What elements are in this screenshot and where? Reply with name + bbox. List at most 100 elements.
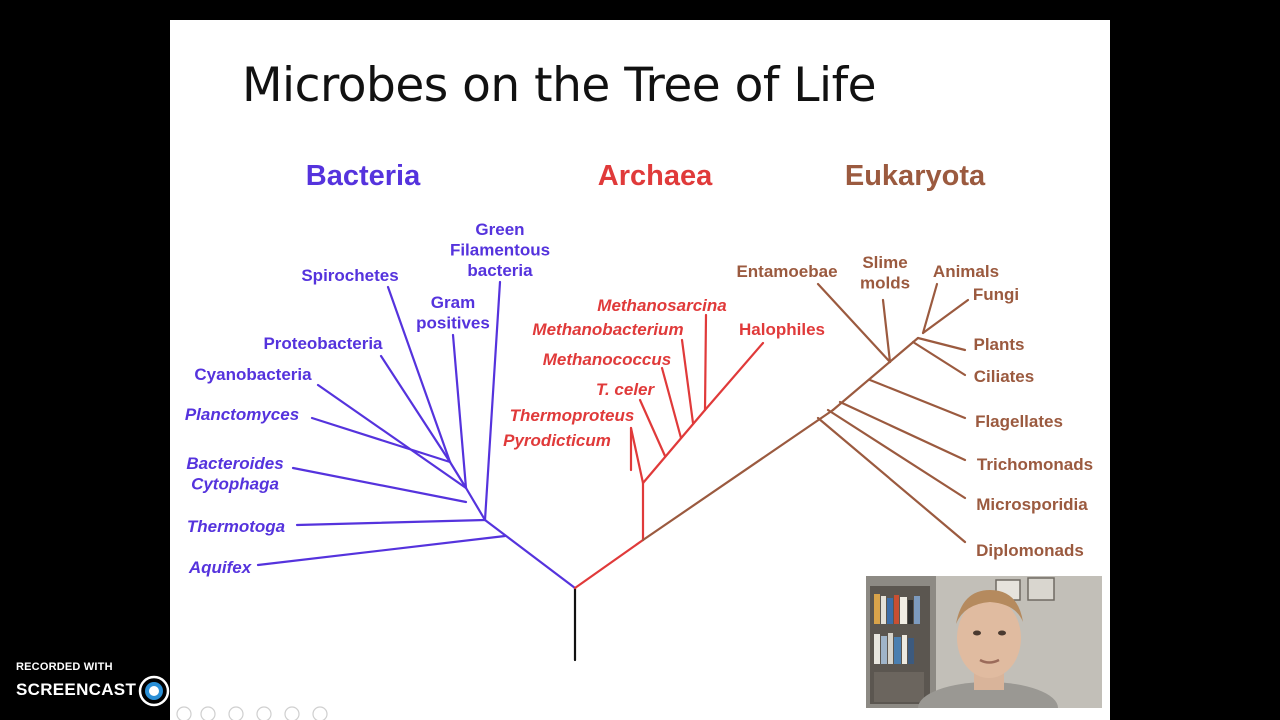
archaea-leaf-label: Halophiles xyxy=(739,320,825,339)
bacteria-branch xyxy=(316,383,468,490)
slide-title: Microbes on the Tree of Life xyxy=(242,58,877,113)
eukaryota-leaf-label: Animals xyxy=(933,262,999,281)
toolbar-more-icon xyxy=(312,706,328,720)
screencast-watermark: RECORDED WITH SCREENCAST MATIC xyxy=(16,660,246,710)
bacteria-branch xyxy=(386,285,452,464)
bacteria-leaf-label-line: Cyanobacteria xyxy=(194,365,312,384)
bacteria-leaf-label-line: Green xyxy=(475,220,524,239)
bacteria-leaf-label: Gram positives xyxy=(416,293,490,333)
archaea-stem-3 xyxy=(641,408,707,485)
bacteria-stem-3 xyxy=(448,460,468,490)
eukaryota-leaf-label: Plants xyxy=(973,335,1024,354)
eukaryota-leaf-label: Ciliates xyxy=(974,367,1034,386)
archaea-branch xyxy=(703,341,765,412)
webcam-image xyxy=(866,576,1102,708)
toolbar-slides-icon xyxy=(256,706,272,720)
eukaryota-stem xyxy=(641,408,835,542)
archaea-leaf-label-line: Methanosarcina xyxy=(597,296,726,315)
archaea-leaf-label-line: Methanobacterium xyxy=(532,320,683,339)
watermark-matic: MATIC xyxy=(174,680,229,699)
slide-toolbar xyxy=(176,706,328,720)
bacteria-leaf-label-line: Aquifex xyxy=(188,558,253,577)
archaea-leaf-label: Methanobacterium xyxy=(532,320,683,339)
bacteria-stem xyxy=(483,518,577,590)
bacteria-branch xyxy=(295,518,487,527)
eukaryota-leaf-label-line: molds xyxy=(860,274,910,293)
bacteria-leaf-label-line: bacteria xyxy=(467,261,533,280)
domain-label-archaea: Archaea xyxy=(598,160,713,192)
domain-label-eukaryota: Eukaryota xyxy=(845,160,986,192)
eukaryota-leaf-label-line: Microsporidia xyxy=(976,495,1088,514)
bacteria-leaf-label-line: Planctomyces xyxy=(185,405,299,424)
eukaryota-leaf-label-line: Trichomonads xyxy=(977,455,1093,474)
webcam-overlay xyxy=(866,576,1102,708)
bacteria-branch xyxy=(291,466,468,504)
archaea-leaf-label-line: Methanococcus xyxy=(543,350,671,369)
archaea-branch xyxy=(660,366,683,440)
bacteria-leaf-label-line: Spirochetes xyxy=(301,266,398,285)
eukaryota-leaf-label-line: Diplomonads xyxy=(976,541,1084,560)
archaea-leaf-label-line: T. celer xyxy=(596,380,656,399)
archaea-leaf-label: Methanococcus xyxy=(543,350,671,369)
archaea-branch xyxy=(703,313,708,412)
eukaryota-leaf-label-line: Entamoebae xyxy=(736,262,837,281)
eukaryota-leaf-label: Flagellates xyxy=(975,412,1063,431)
watermark-recorded-with: RECORDED WITH xyxy=(16,661,113,673)
eukaryota-leaf-label: Trichomonads xyxy=(977,455,1093,474)
bacteria-leaf-label: Cyanobacteria xyxy=(194,365,312,384)
eukaryota-stem-2 xyxy=(831,336,920,412)
archaea-leaf-label: T. celer xyxy=(596,380,656,399)
bacteria-leaf-label: Spirochetes xyxy=(301,266,398,285)
eukaryota-leaf-label-line: Fungi xyxy=(973,285,1019,304)
eukaryota-branch xyxy=(838,400,967,462)
eukaryota-leaf-label-line: Ciliates xyxy=(974,367,1034,386)
bacteria-leaf-label: Planctomyces xyxy=(185,405,299,424)
archaea-branch xyxy=(680,338,695,425)
screencast-logo-icon xyxy=(138,675,170,707)
eukaryota-leaf-label: Entamoebae xyxy=(736,262,837,281)
bacteria-branch xyxy=(451,333,468,490)
eukaryota-branch xyxy=(816,282,892,364)
toolbar-pen-icon xyxy=(228,706,244,720)
archaea-stem xyxy=(573,538,645,590)
eukaryota-branch xyxy=(921,282,939,335)
bacteria-leaf-label-line: Thermotoga xyxy=(187,517,285,536)
bacteria-leaf-label-line: Filamentous xyxy=(450,241,550,260)
eukaryota-leaf-label-line: Flagellates xyxy=(975,412,1063,431)
bacteria-branch xyxy=(256,534,507,567)
bacteria-branch xyxy=(310,416,452,464)
eukaryota-branch xyxy=(826,408,967,500)
archaea-leaf-label-line: Halophiles xyxy=(739,320,825,339)
eukaryota-leaf-label: Slime molds xyxy=(860,253,910,293)
archaea-leaf-label-line: Thermoproteus xyxy=(510,406,635,425)
presentation-slide: Microbes on the Tree of Life Bacteria Arc… xyxy=(170,20,1110,720)
eukaryota-branch xyxy=(881,298,892,364)
eukaryota-leaf-label-line: Animals xyxy=(933,262,999,281)
eukaryota-leaf-label: Fungi xyxy=(973,285,1019,304)
toolbar-forward-icon xyxy=(200,706,216,720)
eukaryota-branch xyxy=(868,378,967,420)
archaea-leaf-label: Methanosarcina xyxy=(597,296,726,315)
archaea-leaf-label: Thermoproteus xyxy=(510,406,635,425)
toolbar-zoom-icon xyxy=(284,706,300,720)
watermark-screencast: SCREENCAST xyxy=(16,680,137,699)
toolbar-back-icon xyxy=(176,706,192,720)
bacteria-leaf-label-line: Cytophaga xyxy=(191,475,279,494)
archaea-leaf-label-line: Pyrodicticum xyxy=(503,431,611,450)
bacteria-branch xyxy=(379,354,452,464)
eukaryota-branch xyxy=(921,298,970,335)
eukaryota-leaf-label: Microsporidia xyxy=(976,495,1088,514)
bacteria-leaf-label-line: positives xyxy=(416,314,490,333)
archaea-leaf-label: Pyrodicticum xyxy=(503,431,611,450)
eukaryota-branch xyxy=(816,416,967,544)
eukaryota-leaf-label-line: Slime xyxy=(862,253,907,272)
bacteria-leaf-label: Thermotoga xyxy=(187,517,285,536)
bacteria-stem-2 xyxy=(464,486,487,522)
domain-label-bacteria: Bacteria xyxy=(306,160,421,192)
eukaryota-leaf-label-line: Plants xyxy=(973,335,1024,354)
bacteria-leaf-label-line: Gram xyxy=(431,293,475,312)
